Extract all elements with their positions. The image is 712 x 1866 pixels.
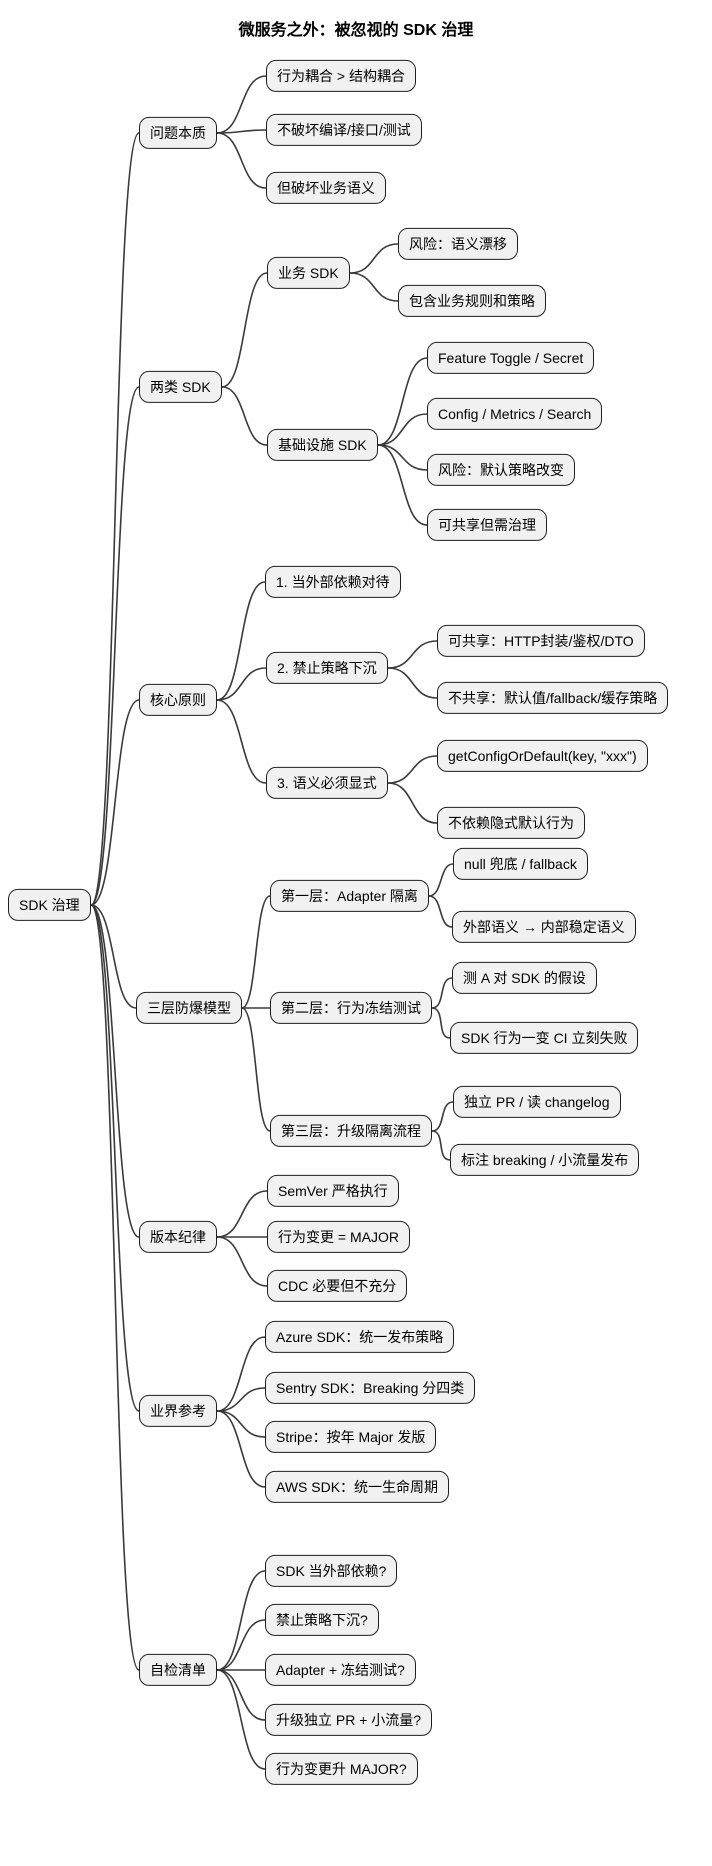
leaf-external-to-internal-stable-semantics[interactable]: 外部语义 → 内部稳定语义 — [452, 910, 636, 944]
leaf-no-break-compile-api-tests[interactable]: 不破坏编译/接口/测试 — [266, 113, 422, 147]
leaf-risk-semantic-drift[interactable]: 风险：语义漂移 — [398, 227, 518, 261]
branch-self-check-list[interactable]: 自检清单 — [139, 1653, 217, 1687]
leaf-stripe-yearly-major[interactable]: Stripe：按年 Major 发版 — [265, 1420, 437, 1454]
leaf-breaks-business-semantics[interactable]: 但破坏业务语义 — [266, 171, 386, 205]
leaf-aws-sdk-unified-lifecycle[interactable]: AWS SDK：统一生命周期 — [265, 1470, 450, 1504]
leaf-check-adapter-freeze-tests[interactable]: Adapter + 冻结测试? — [265, 1653, 416, 1687]
mindmap-title: 微服务之外：被忽视的 SDK 治理 — [238, 22, 474, 39]
leaf-shareable-http-auth-dto[interactable]: 可共享：HTTP封装/鉴权/DTO — [437, 624, 645, 658]
branch-core-principles[interactable]: 核心原则 — [139, 683, 217, 717]
leaf-check-forbid-policy-sinking[interactable]: 禁止策略下沉? — [265, 1603, 379, 1637]
node-infrastructure-sdk[interactable]: 基础设施 SDK — [267, 428, 378, 462]
leaf-check-upgrade-pr-canary[interactable]: 升级独立 PR + 小流量? — [265, 1703, 433, 1737]
leaf-shareable-but-needs-governance[interactable]: 可共享但需治理 — [427, 508, 547, 542]
leaf-sdk-change-ci-fails[interactable]: SDK 行为一变 CI 立刻失败 — [450, 1021, 639, 1055]
leaf-risk-default-policy-change[interactable]: 风险：默认策略改变 — [427, 453, 575, 487]
leaf-not-shareable-defaults-fallback-cache[interactable]: 不共享：默认值/fallback/缓存策略 — [437, 681, 669, 715]
leaf-independent-pr-read-changelog[interactable]: 独立 PR / 读 changelog — [453, 1085, 621, 1119]
leaf-sentry-sdk-breaking-categories[interactable]: Sentry SDK：Breaking 分四类 — [265, 1371, 476, 1405]
leaf-null-fallback[interactable]: null 兜底 / fallback — [453, 847, 588, 881]
branch-version-discipline[interactable]: 版本纪律 — [139, 1220, 217, 1254]
node-principle-2-forbid-policy-sinking[interactable]: 2. 禁止策略下沉 — [266, 651, 388, 685]
node-layer3-upgrade-isolation-process[interactable]: 第三层：升级隔离流程 — [270, 1114, 432, 1148]
leaf-contains-business-rules[interactable]: 包含业务规则和策略 — [398, 284, 546, 318]
branch-three-layer-blast-model[interactable]: 三层防爆模型 — [136, 991, 242, 1025]
leaf-config-metrics-search[interactable]: Config / Metrics / Search — [427, 397, 603, 431]
leaf-feature-toggle-secret[interactable]: Feature Toggle / Secret — [427, 341, 595, 375]
leaf-semver-strict[interactable]: SemVer 严格执行 — [267, 1174, 399, 1208]
branch-problem-essence[interactable]: 问题本质 — [139, 116, 217, 150]
leaf-get-config-or-default[interactable]: getConfigOrDefault(key, "xxx") — [437, 739, 648, 773]
leaf-check-behavior-major[interactable]: 行为变更升 MAJOR? — [265, 1752, 418, 1786]
leaf-no-implicit-default-behavior[interactable]: 不依赖隐式默认行为 — [437, 806, 585, 840]
branch-industry-references[interactable]: 业界参考 — [139, 1394, 217, 1428]
node-principle-1-treat-as-external-dependency[interactable]: 1. 当外部依赖对待 — [265, 565, 401, 599]
node-layer1-adapter-isolation[interactable]: 第一层：Adapter 隔离 — [270, 879, 429, 913]
leaf-cdc-necessary-not-sufficient[interactable]: CDC 必要但不充分 — [267, 1269, 408, 1303]
branch-two-sdk-types[interactable]: 两类 SDK — [139, 370, 222, 404]
node-business-sdk[interactable]: 业务 SDK — [267, 256, 350, 290]
leaf-behavior-change-equals-major[interactable]: 行为变更 = MAJOR — [267, 1220, 410, 1254]
leaf-azure-sdk-unified-release[interactable]: Azure SDK：统一发布策略 — [265, 1320, 455, 1354]
node-principle-3-explicit-semantics[interactable]: 3. 语义必须显式 — [266, 766, 388, 800]
leaf-behavior-coupling[interactable]: 行为耦合 > 结构耦合 — [266, 59, 416, 93]
node-sdk-governance[interactable]: SDK 治理 — [8, 888, 91, 922]
leaf-mark-breaking-canary-release[interactable]: 标注 breaking / 小流量发布 — [450, 1143, 640, 1177]
node-layer2-behavior-freeze-tests[interactable]: 第二层：行为冻结测试 — [270, 991, 432, 1025]
leaf-test-a-sdk-assumptions[interactable]: 测 A 对 SDK 的假设 — [452, 961, 597, 995]
leaf-check-sdk-as-external-dependency[interactable]: SDK 当外部依赖? — [265, 1554, 398, 1588]
